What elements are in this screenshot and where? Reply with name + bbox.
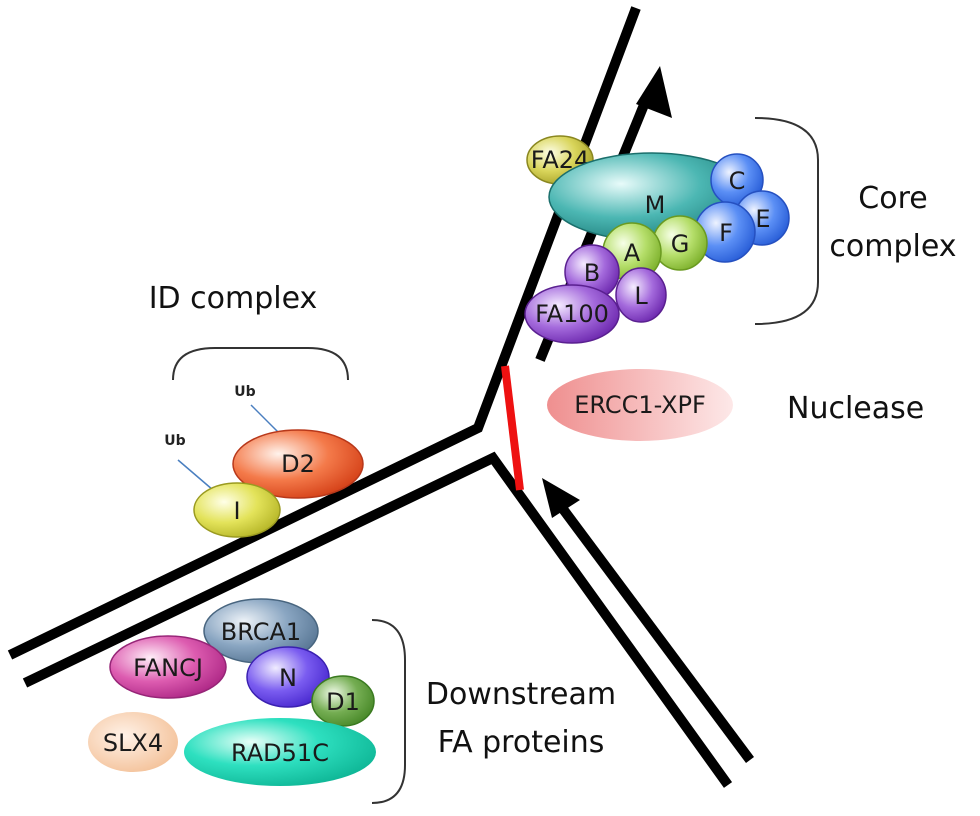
- downstream-fa-proteins: BRCA1 FANCJ N D1 SLX4 RAD51C: [88, 598, 376, 786]
- lower-arrow-shaft: [555, 502, 755, 763]
- protein-rad51c-label: RAD51C: [231, 739, 329, 767]
- id-complex-label: ID complex: [149, 281, 318, 316]
- protein-l-label: L: [634, 282, 648, 310]
- ub-i-linker: [177, 459, 214, 491]
- interstrand-crosslink: [501, 365, 524, 491]
- protein-fancj-label: FANCJ: [133, 654, 203, 682]
- protein-ercc1-xpf: [547, 369, 733, 441]
- dna-lower-strand: [22, 451, 733, 788]
- protein-ercc1-xpf-label: ERCC1-XPF: [574, 391, 706, 419]
- core-complex-bracket: [754, 117, 819, 325]
- protein-m-label: M: [645, 191, 666, 219]
- nuclease-label: Nuclease: [787, 391, 924, 426]
- protein-fancj: [109, 635, 227, 699]
- protein-e-label: E: [755, 205, 770, 233]
- protein-n-label: N: [279, 664, 297, 692]
- protein-d2-label: D2: [281, 450, 315, 478]
- protein-g-label: G: [671, 230, 690, 258]
- protein-slx4: [88, 712, 178, 772]
- ub-i-label: Ub: [164, 433, 185, 449]
- upper-arrowhead: [636, 66, 672, 118]
- protein-i: [193, 482, 281, 538]
- protein-f-label: F: [719, 219, 733, 247]
- core-complex: FA24 M C E F G A B L FA100: [524, 135, 790, 344]
- protein-fa100: [524, 284, 620, 344]
- protein-d1: [311, 675, 375, 727]
- downstream-bracket: [371, 619, 406, 804]
- protein-a-label: A: [624, 239, 641, 267]
- protein-fa100-label: FA100: [535, 300, 609, 328]
- protein-c-label: C: [729, 167, 746, 195]
- protein-d2: [232, 429, 364, 499]
- id-complex-bracket: [172, 347, 349, 381]
- protein-d1-label: D1: [326, 688, 360, 716]
- protein-rad51c: [184, 718, 376, 786]
- downstream-label-line1: Downstream: [426, 677, 616, 712]
- protein-brca1-label: BRCA1: [221, 618, 301, 646]
- protein-slx4-label: SLX4: [103, 729, 163, 757]
- protein-i-label: I: [233, 497, 240, 525]
- core-complex-label-line1: Core: [858, 181, 927, 216]
- protein-b-label: B: [584, 259, 600, 287]
- protein-n: [246, 646, 330, 708]
- lower-arrowhead: [542, 478, 580, 518]
- ub-d2-label: Ub: [234, 384, 255, 400]
- id-complex: Ub Ub D2 I: [164, 384, 364, 538]
- core-complex-label-line2: complex: [829, 229, 956, 264]
- downstream-label-line2: FA proteins: [438, 725, 605, 760]
- protein-l: [615, 267, 667, 323]
